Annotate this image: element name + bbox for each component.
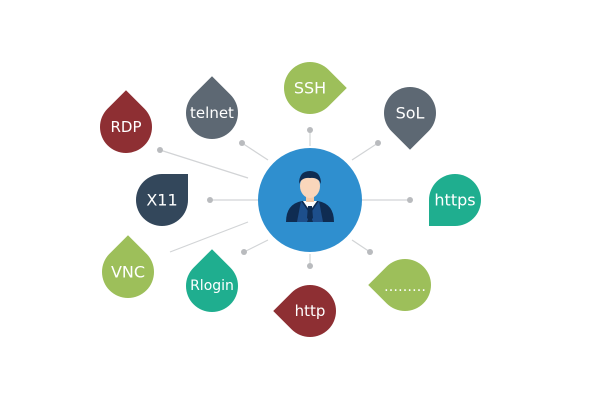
bubble-more-label: ……… [384, 279, 426, 295]
dot-https [407, 197, 413, 203]
dot-x11 [207, 197, 213, 203]
connector-vnc [169, 221, 249, 253]
bubble-x11: X11 [136, 174, 188, 226]
dot-http [307, 263, 313, 269]
connector-more [351, 239, 371, 253]
bubble-http-shape [273, 285, 336, 337]
bubble-rlogin: Rlogin [186, 249, 238, 312]
connector-sol [351, 142, 379, 161]
bubble-telnet-shape [186, 76, 238, 139]
dot-ssh [307, 127, 313, 133]
connector-rdp [159, 149, 249, 179]
dot-more [367, 249, 373, 255]
bubble-http-label: http [295, 302, 326, 320]
bubble-https-label: https [434, 191, 475, 210]
bubble-more-shape [368, 259, 431, 311]
bubble-https-shape [429, 174, 481, 226]
bubble-sol-shape [384, 87, 436, 150]
bubble-rdp-label: RDP [110, 118, 141, 136]
connector-telnet [241, 142, 269, 161]
bubble-rdp: RDP [100, 90, 152, 153]
bubble-https: https [429, 174, 481, 226]
dot-rdp [157, 147, 163, 153]
bubble-vnc-label: VNC [111, 263, 145, 282]
bubble-ssh-shape [284, 62, 347, 114]
dot-rlogin [241, 249, 247, 255]
bubble-vnc-shape [102, 235, 154, 298]
dot-telnet [239, 140, 245, 146]
connector-rlogin [243, 239, 269, 253]
dot-sol [375, 140, 381, 146]
bubble-rdp-shape [100, 90, 152, 153]
bubble-x11-label: X11 [146, 191, 177, 210]
bubble-sol: SoL [384, 87, 436, 150]
connectors [159, 130, 410, 266]
bubble-rlogin-label: Rlogin [190, 278, 234, 294]
bubble-x11-shape [136, 174, 188, 226]
bubble-http: http [273, 285, 336, 337]
bubble-vnc: VNC [102, 235, 154, 298]
bubble-telnet: telnet [186, 76, 238, 139]
center-hub [258, 148, 362, 252]
bubble-rlogin-shape [186, 249, 238, 312]
user-avatar-icon [286, 171, 334, 222]
bubble-ssh-label: SSH [294, 79, 326, 98]
bubble-telnet-label: telnet [190, 104, 234, 122]
bubble-more: ……… [368, 259, 431, 311]
bubble-ssh: SSH [284, 62, 347, 114]
bubble-sol-label: SoL [396, 104, 425, 123]
connector-dots [157, 127, 413, 269]
